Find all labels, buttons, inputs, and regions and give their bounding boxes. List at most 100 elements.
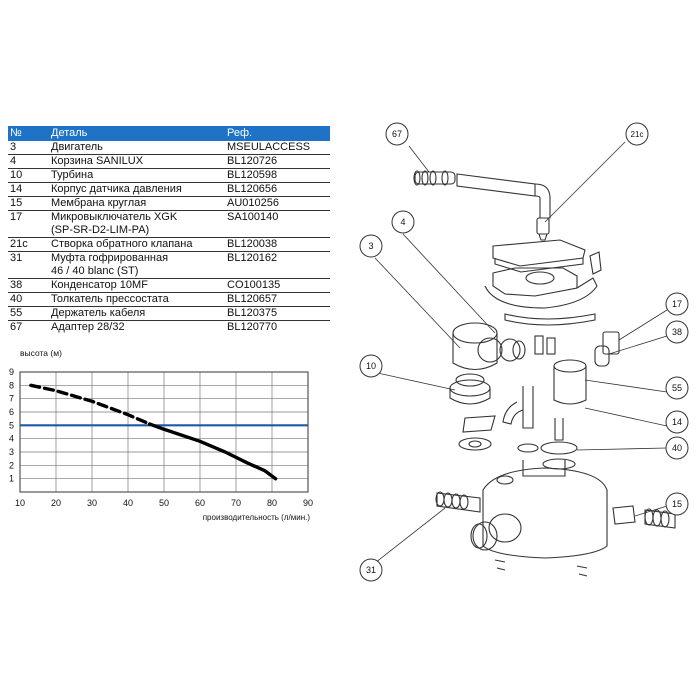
callout-circle [385,122,409,146]
x-tick-label: 10 [15,498,25,508]
callout-label: 38 [672,327,682,337]
table-row: 3 Двигатель MSEULACCESS [8,141,330,154]
callout-label: 55 [672,383,682,393]
part-ref: BL120726 [227,155,278,167]
y-tick-label: 3 [9,447,14,457]
part-number: 55 [10,307,23,319]
motor-part-3 [452,322,526,371]
part-name: Адаптер 28/32 [51,321,125,333]
y-axis-label: высота (м) [20,348,62,358]
callout-15: 15 [665,492,689,516]
callout-circle [665,292,689,316]
callout-67: 67 [385,122,409,146]
callout-circle [665,376,689,400]
callout-circle [391,210,415,234]
pusher-part-40 [540,418,578,470]
part-number: 15 [10,197,23,209]
header-ref: Реф. [227,127,253,139]
part-number: 67 [10,321,23,333]
callout-38: 38 [665,320,689,344]
y-tick-label: 1 [9,474,14,484]
microswitch-part-17 [602,331,620,355]
part-ref: AU010256 [227,197,279,209]
callout-label: 17 [672,299,682,309]
callout-circle [665,436,689,460]
part-name: Турбина [51,169,94,181]
part-name: Корзина SANILUX [51,155,144,167]
x-tick-label: 20 [51,498,61,508]
part-ref: BL120656 [227,183,278,195]
callout-14: 14 [665,410,689,434]
part-name: Мембрана круглая [51,197,147,209]
corrugated-coupling-part-31 [435,491,481,513]
basket-part-4 [484,267,598,326]
callout-label: 4 [400,217,405,227]
part-ref: BL120657 [227,293,278,305]
part-number: 4 [10,155,17,167]
table-row: 40 Толкатель прессостата BL120657 [8,292,330,306]
part-number: 38 [10,279,23,291]
part-name: Корпус датчика давления [51,183,182,195]
part-name: Двигатель [51,141,103,153]
adapter-part-67 [413,170,551,219]
series-line-solid [147,422,278,481]
x-tick-label: 30 [87,498,97,508]
callout-21c: 21c [625,122,649,146]
part-number: 3 [10,141,17,153]
part-ref: CO100135 [227,279,281,291]
parts-table: № Деталь Реф. 3 Двигатель MSEULACCESS 4 Корз… [8,126,330,334]
pressure-housing-part-14 [502,335,587,453]
callout-circle [665,410,689,434]
x-tick-label: 50 [159,498,169,508]
x-axis-label: производительность (л/мин.) [203,513,311,522]
x-tick-label: 70 [231,498,241,508]
callout-circle [665,492,689,516]
part-name: Толкатель прессостата [51,293,169,305]
table-body: 3 Двигатель MSEULACCESS 4 Корзина SANILUX BL1… [8,141,330,334]
table-row: 31 Муфта гофрированная 46 / 40 blanc (ST)… [8,251,330,278]
y-tick-label: 8 [9,380,14,390]
table-row: 4 Корзина SANILUX BL120726 [8,154,330,168]
turbine-part-10 [449,373,496,451]
part-number: 31 [10,252,23,264]
callout-55: 55 [665,376,689,400]
header-part: Деталь [51,127,88,139]
series-line-dashed [29,383,152,426]
part-ref: BL120598 [227,169,278,181]
part-name: Муфта гофрированная 46 / 40 blanc (ST) [51,252,169,277]
part-ref: MSEULACCESS [227,141,311,153]
part-ref: SA100140 [227,211,279,223]
part-number: 21c [10,238,28,250]
callout-4: 4 [391,210,415,234]
callout-circle [359,558,383,582]
y-tick-label: 5 [9,420,14,430]
callout-label: 14 [672,417,682,427]
part-ref: BL120375 [227,307,278,319]
part-name: Держатель кабеля [51,307,146,319]
table-row: 15 Мембрана круглая AU010256 [8,196,330,210]
callout-label: 10 [366,361,376,371]
part-name: Створка обратного клапана [51,238,193,250]
cover-part [492,239,602,275]
x-tick-label: 80 [267,498,277,508]
callout-circle [359,354,383,378]
part-number: 40 [10,293,23,305]
check-valve-flap-21c [536,217,550,241]
screws [494,559,588,577]
callout-label: 21c [631,130,644,139]
y-tick-label: 9 [9,367,14,377]
x-tick-label: 40 [123,498,133,508]
table-header: № Деталь Реф. [8,126,330,141]
callout-label: 31 [366,565,376,575]
plot-frame [19,371,309,493]
